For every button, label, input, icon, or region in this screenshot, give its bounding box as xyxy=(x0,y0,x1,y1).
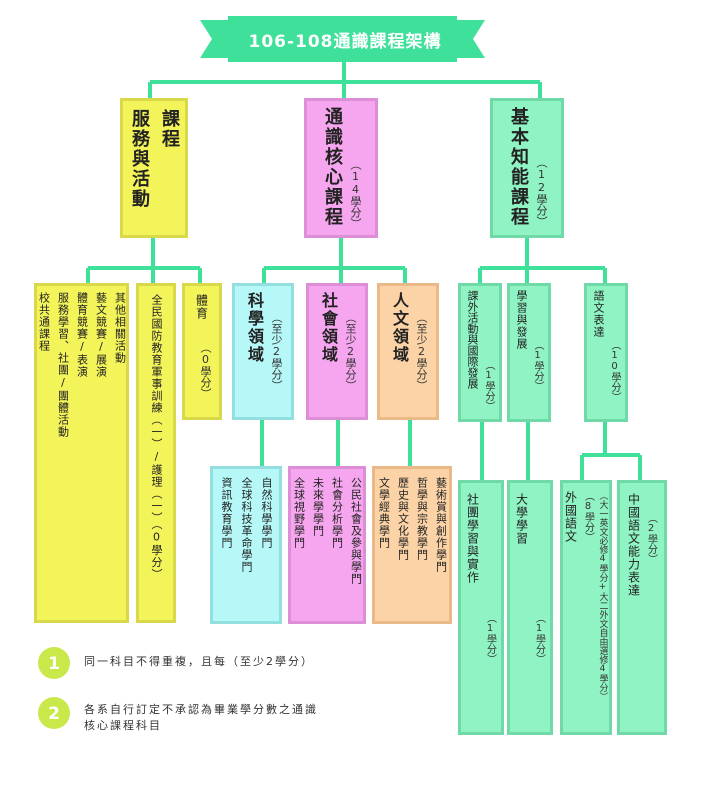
science-subjects-box: 資訊教育學門 全球科技革命學門 自然科學學門 xyxy=(210,466,282,624)
chinese-expression-label: 中國語文能力表達 xyxy=(626,493,641,597)
campus-line-2: 服務學習、社團/團體活動 xyxy=(56,292,70,438)
campus-line-5: 其他相關活動 xyxy=(113,292,127,364)
university-learning-box: 大學學習 （1學分） xyxy=(507,480,553,735)
society-label: 社會領域 xyxy=(319,292,338,364)
science-subject-1: 資訊教育學門 xyxy=(220,477,233,549)
note-2-text: 各系自行訂定不承認為畢業學分數之通識 核心課程科目 xyxy=(84,702,318,734)
core-label: 通識核心課程 xyxy=(322,107,343,227)
society-credits: （至少2學分） xyxy=(344,312,357,391)
title-banner xyxy=(200,16,485,62)
club-learning-box: 社團學習與實作 （1學分） xyxy=(458,480,504,735)
service-activity-box: 服務與活動 課程 xyxy=(120,98,188,238)
note-2-line-2: 核心課程科目 xyxy=(84,719,162,732)
note-1-text: 同一科目不得重複，且每（至少2學分） xyxy=(84,655,314,668)
humanity-domain-box: 人文領域 （至少2學分） xyxy=(377,283,439,420)
humanity-subject-4: 藝術賞與創作學門 xyxy=(434,477,448,573)
society-subject-4: 公民社會及參與學門 xyxy=(349,477,363,585)
page-title: 106-108通識課程架構 xyxy=(248,31,442,52)
pe-label: 體育 xyxy=(194,294,209,320)
core-credits: （14學分） xyxy=(349,159,362,229)
learning-credits: （1學分） xyxy=(532,340,543,391)
pe-credits: （0學分） xyxy=(199,342,212,399)
foreign-language-credits: （8學分） xyxy=(582,491,594,542)
extracurricular-credits: （1學分） xyxy=(483,360,494,411)
basic-credits: （12學分） xyxy=(535,157,548,227)
university-learning-credits: （1學分） xyxy=(533,613,545,664)
university-learning-label: 大學學習 xyxy=(514,493,529,545)
humanity-subjects-box: 文學經典學門 歷史與文化學門 哲學與宗教學門 藝術賞與創作學門 xyxy=(372,466,452,624)
core-course-box: 通識核心課程 （14學分） xyxy=(304,98,378,238)
campus-line-3: 體育競賽/表演 xyxy=(75,292,89,378)
humanity-subject-1: 文學經典學門 xyxy=(377,477,391,549)
humanity-subject-2: 歷史與文化學門 xyxy=(396,477,410,561)
campus-activities-box: 校共通課程 服務學習、社團/團體活動 體育競賽/表演 藝文競賽/展演 其他相關活… xyxy=(34,283,129,623)
society-domain-box: 社會領域 （至少2學分） xyxy=(306,283,368,420)
pe-box: 體育 （0學分） xyxy=(182,283,222,420)
club-learning-label: 社團學習與實作 xyxy=(465,493,480,584)
note-1-badge-icon: 1 xyxy=(38,647,70,679)
chinese-expression-box: 中國語文能力表達 （2學分） xyxy=(617,480,667,735)
campus-line-1: 校共通課程 xyxy=(37,292,51,352)
society-subject-1: 全球視野學門 xyxy=(292,477,306,549)
learning-development-box: 學習與發展 （1學分） xyxy=(507,283,551,422)
campus-line-4: 藝文競賽/展演 xyxy=(94,292,108,378)
note-2-number: 2 xyxy=(48,704,60,724)
humanity-credits: （至少2學分） xyxy=(415,312,428,391)
science-label: 科學領域 xyxy=(245,292,264,364)
science-subject-3: 自然科學學門 xyxy=(260,477,273,549)
note-2-line-1: 各系自行訂定不承認為畢業學分數之通識 xyxy=(84,703,318,716)
society-subjects-box: 全球視野學門 未來學學門 社會分析學門 公民社會及參與學門 xyxy=(288,466,366,624)
society-subject-2: 未來學學門 xyxy=(311,477,325,537)
defense-label: 全民國防教育軍事訓練（一）/護理（一）（0學分） xyxy=(150,294,163,581)
note-1-number: 1 xyxy=(48,654,60,674)
service-label: 服務與活動 xyxy=(129,109,150,209)
humanity-label: 人文領域 xyxy=(390,292,409,364)
extracurricular-label: 課外活動與國際發展 xyxy=(466,290,479,389)
humanity-subject-3: 哲學與宗教學門 xyxy=(415,477,429,561)
learning-label: 學習與發展 xyxy=(515,290,528,350)
foreign-language-label: 外國語文 xyxy=(563,491,578,543)
language-credits: （10學分） xyxy=(609,340,620,402)
language-label: 語文表達 xyxy=(592,290,605,338)
language-expression-box: 語文表達 （10學分） xyxy=(584,283,628,422)
chinese-expression-credits: （2學分） xyxy=(645,513,657,564)
basic-label: 基本知能課程 xyxy=(508,107,529,227)
service-label-cont: 課程 xyxy=(159,109,180,149)
defense-education-box: 全民國防教育軍事訓練（一）/護理（一）（0學分） xyxy=(136,283,176,623)
science-credits: （至少2學分） xyxy=(270,312,283,391)
note-2-badge-icon: 2 xyxy=(38,697,70,729)
science-domain-box: 科學領域 （至少2學分） xyxy=(232,283,294,420)
foreign-language-box: 外國語文 （8學分） （大一英文必修4學分+大二外文自由選修4學分） xyxy=(560,480,612,735)
foreign-language-note: （大一英文必修4學分+大二外文自由選修4學分） xyxy=(597,491,608,701)
extracurricular-box: 課外活動與國際發展 （1學分） xyxy=(458,283,502,422)
science-subject-2: 全球科技革命學門 xyxy=(240,477,253,573)
basic-course-box: 基本知能課程 （12學分） xyxy=(490,98,564,238)
club-learning-credits: （1學分） xyxy=(484,613,496,664)
society-subject-3: 社會分析學門 xyxy=(330,477,344,549)
